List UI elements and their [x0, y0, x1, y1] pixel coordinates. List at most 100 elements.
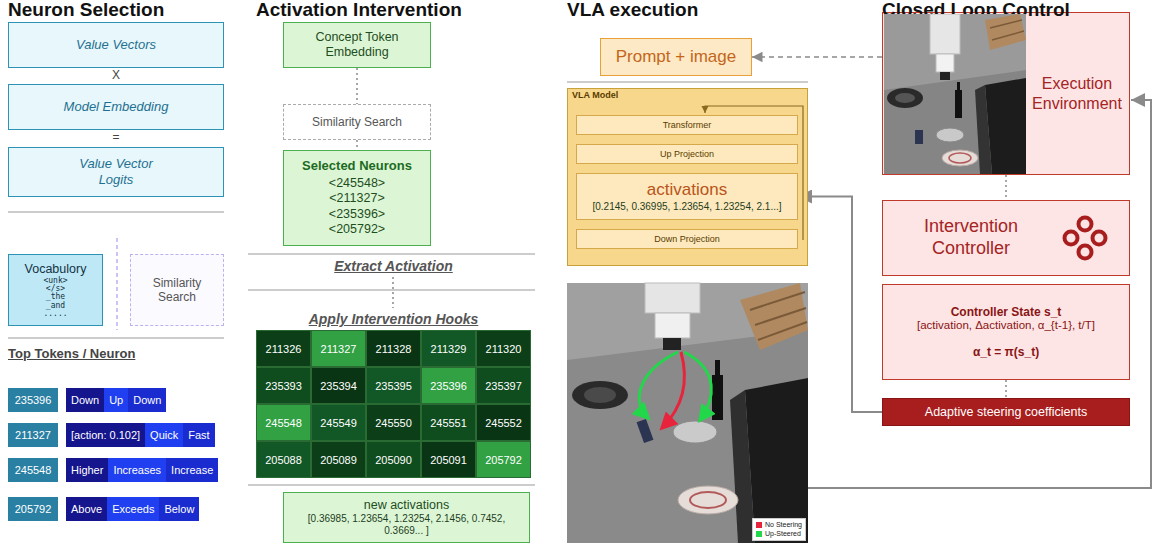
node-content: Prompt + image	[607, 47, 745, 67]
token-cell: Higher	[66, 458, 108, 482]
embedding-box: Concept Token Embedding	[283, 22, 431, 68]
bowl	[673, 421, 717, 443]
node-text: new activations	[364, 498, 449, 513]
legend-item: No Steering	[756, 521, 802, 529]
layer-box: Down Projection	[576, 229, 798, 249]
neuron-cell: 245548	[256, 404, 311, 441]
token-cell: Fast	[183, 423, 214, 447]
node-text: activations	[647, 180, 727, 200]
token-cell: Down	[66, 388, 104, 412]
node-text: Up Projection	[660, 149, 714, 160]
stove-burner	[584, 387, 616, 403]
node-text: Similarity Search	[312, 115, 402, 129]
layer-box: Transformer	[576, 115, 798, 135]
token-row: 205792AboveExceedsBelow	[8, 497, 199, 521]
rule-line	[567, 82, 808, 83]
neuron-cell: 205089	[311, 441, 366, 478]
steered-trajectory	[639, 352, 678, 418]
operator-label: =	[106, 130, 126, 144]
token-row: 211327[action: 0.102]QuickFast	[8, 423, 215, 447]
node-text: Down Projection	[654, 234, 720, 245]
activation-box: new activations[0.36985, 1.23654, 1.2325…	[283, 492, 530, 543]
node-text: [0.36985, 1.23654, 1.23254, 2.1456, 0.74…	[290, 513, 523, 537]
neuron-cell: 211320	[476, 330, 531, 367]
connector	[1005, 380, 1007, 398]
legend-swatch	[756, 522, 762, 528]
process-box: Model Embedding	[8, 84, 224, 130]
node-content: Similarity Search	[137, 276, 217, 305]
neuron-id: 245548	[8, 458, 58, 482]
output-box: Adaptive steering coefficients	[882, 398, 1130, 426]
rack-slat	[758, 322, 807, 340]
robot-wrist	[655, 313, 690, 338]
cabinet	[745, 378, 808, 543]
dashed-divider	[116, 238, 118, 330]
legend-item: Up-Steered	[756, 530, 802, 538]
node-text: <245548> <211327> <235396> <205792>	[322, 176, 392, 239]
neuron-id: 205792	[8, 497, 58, 521]
search-box: Similarity Search	[283, 104, 431, 140]
small-object	[637, 419, 654, 443]
model-box: VLA ModelTransformer Up Projection activat…	[567, 88, 808, 266]
environment-box: Execution Environment	[882, 12, 1130, 175]
node-content: new activations[0.36985, 1.23654, 1.2325…	[290, 498, 523, 537]
node-content: Model Embedding	[15, 99, 217, 115]
token-cell: Increase	[166, 458, 218, 482]
bottle	[712, 375, 723, 420]
column-heading: VLA execution	[567, 0, 698, 20]
node-text: Execution Environment	[1029, 74, 1125, 112]
process-box: Value Vectors	[8, 22, 224, 68]
scene-ground	[567, 283, 808, 543]
dotted-link	[392, 277, 394, 308]
node-text: Concept Token Embedding	[290, 30, 424, 60]
vocab-box: Vocabulory<unk> </s> _the _and .....	[8, 254, 103, 326]
neuron-cell: 211326	[256, 330, 311, 367]
token-row: 245548HigherIncreasesIncrease	[8, 458, 218, 482]
rack-slat	[755, 308, 806, 325]
section-label: Extract Activation	[256, 258, 531, 274]
node-text: Transformer	[663, 120, 712, 131]
node-content: Down Projection	[581, 234, 793, 245]
legend-text: Up-Steered	[765, 530, 801, 538]
legend-box: No SteeringUp-Steered	[752, 518, 806, 541]
column-heading: Closed Loop Control	[882, 0, 1070, 20]
bottle-neck	[715, 360, 720, 376]
rule-line	[248, 485, 535, 486]
layer-box: activations[0.2145, 0.36995, 1.23654, 1.…	[576, 173, 798, 220]
node-text: VLA Model	[572, 90, 618, 101]
neuron-cell: 245552	[476, 404, 531, 441]
rule-line	[8, 338, 224, 339]
node-text: Controller State s_t	[951, 305, 1062, 319]
node-content: Controller State s_t[activation, Δactiva…	[889, 305, 1123, 360]
neuron-cell: 235394	[311, 367, 366, 404]
node-text: Value Vectors	[76, 37, 156, 53]
robot-arm	[645, 283, 700, 313]
neuron-id: 211327	[8, 423, 58, 447]
connector	[1005, 175, 1007, 200]
connector	[356, 68, 358, 104]
search-box: Similarity Search	[130, 254, 224, 326]
neuron-cell: 211328	[366, 330, 421, 367]
neuron-cell: 235397	[476, 367, 531, 404]
neuron-cell: 211329	[421, 330, 476, 367]
node-text: Adaptive steering coefficients	[925, 405, 1087, 420]
neuron-cell: 205090	[366, 441, 421, 478]
node-text: α_t = π(s_t)	[973, 345, 1039, 359]
node-content: Similarity Search	[290, 115, 424, 129]
rule-line	[8, 212, 224, 213]
scene-table	[567, 330, 808, 543]
node-text: Similarity Search	[137, 276, 217, 305]
neuron-cell: 245550	[366, 404, 421, 441]
token-cell: Above	[66, 497, 107, 521]
plate-ring	[690, 492, 726, 508]
rule-line	[248, 254, 535, 255]
node-content: Vocabulory<unk> </s> _the _and .....	[15, 262, 96, 319]
process-box: Value Vector Logits	[8, 147, 224, 197]
node-text: [activation, Δactivation, α_{t-1}, t/T]	[917, 319, 1095, 333]
node-content: Concept Token Embedding	[290, 30, 424, 60]
connector	[356, 140, 358, 150]
connector	[798, 197, 882, 413]
section-label: Top Tokens / Neuron	[8, 346, 135, 361]
node-text: Model Embedding	[64, 99, 169, 115]
neuron-cell: 245549	[311, 404, 366, 441]
